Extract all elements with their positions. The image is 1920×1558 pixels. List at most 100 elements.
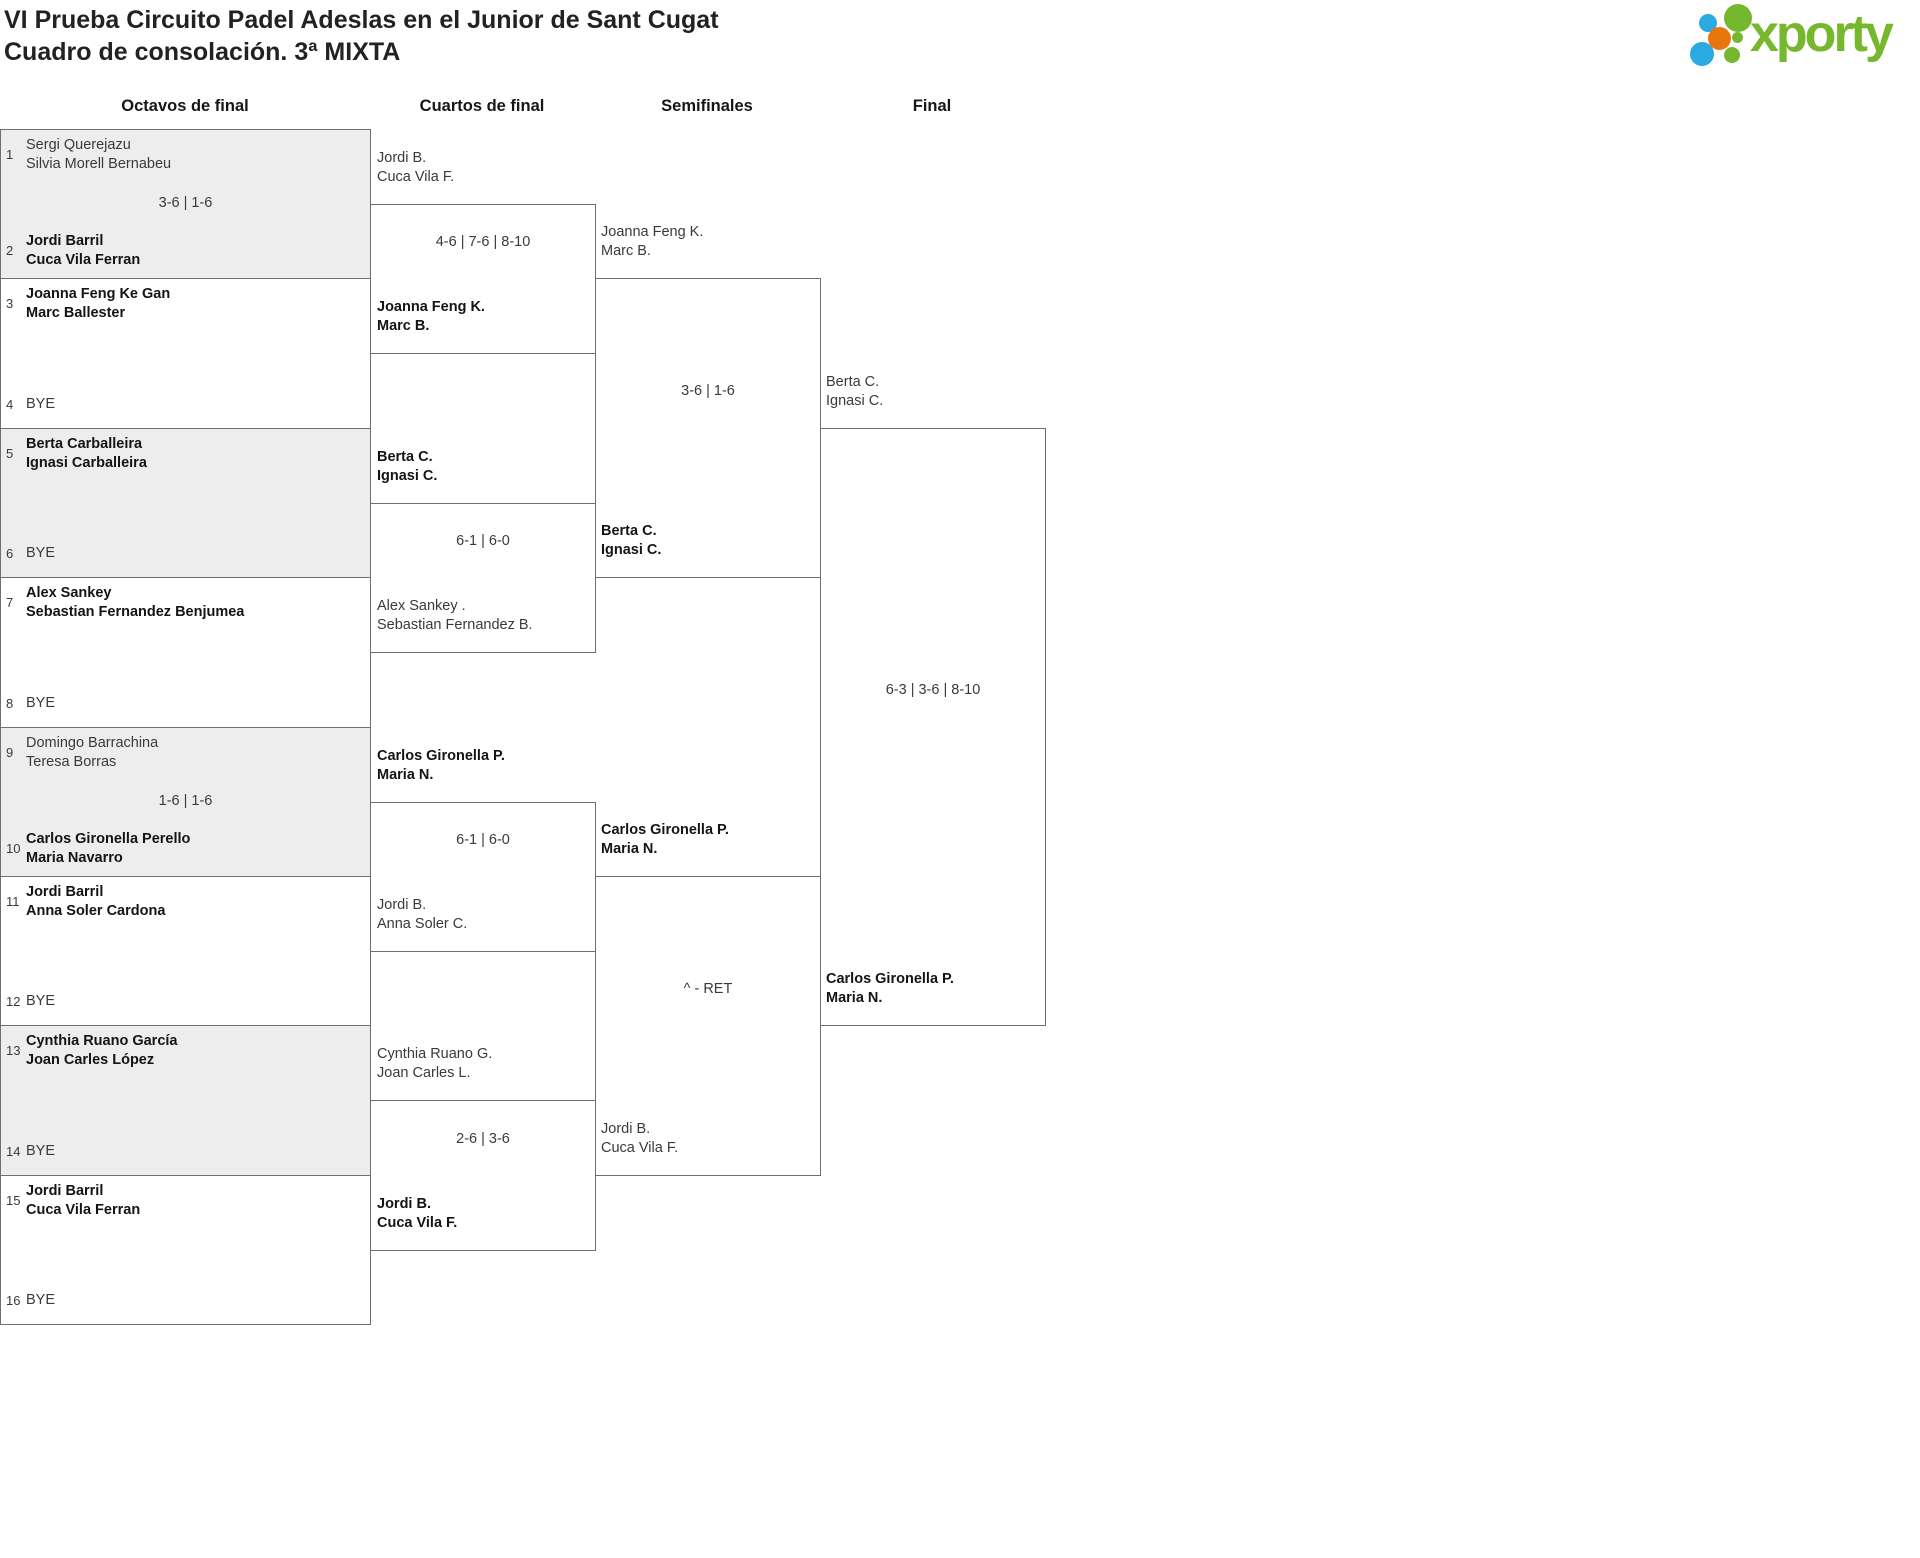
seed-number: 14 [6,1144,21,1159]
logo-wordmark: xporty [1750,5,1894,63]
team-final-a: Berta C. Ignasi C. [826,373,883,411]
seed-number: 15 [6,1193,21,1208]
player-name: Ignasi C. [826,393,884,409]
match-box-r16-2 [0,278,371,429]
player-name: Joan Carles L. [377,1065,471,1081]
match-score: 6-3 | 3-6 | 8-10 [885,682,981,698]
player-name: Joanna Feng K. [601,224,704,240]
player-name: Cuca Vila Ferran [26,1202,141,1218]
player-name: BYE [26,1292,56,1308]
player-name: Sergi Querejazu [26,137,131,153]
tournament-name: VI Prueba Circuito Padel Adeslas en el J… [4,6,719,34]
logo-dot-icon [1690,42,1714,66]
player-name: Jordi B. [377,1196,431,1212]
seed-number: 7 [6,595,14,610]
player-name: Marc Ballester [26,305,126,321]
team-qf-4a: Cynthia Ruano G. Joan Carles L. [377,1045,492,1083]
team-r16-5a: Domingo Barrachina Teresa Borras [26,734,158,772]
player-name: Ignasi Carballeira [26,455,147,471]
bracket-subtitle: Cuadro de consolación. 3ª MIXTA [4,38,401,66]
team-r16-4a: Alex Sankey Sebastian Fernandez Benjumea [26,584,244,622]
match-score: 1-6 | 1-6 [158,793,213,809]
match-box-r16-4 [0,577,371,728]
player-name: Teresa Borras [26,754,117,770]
seed-number: 1 [6,147,14,162]
player-name: Carlos Gironella P. [377,748,505,764]
match-score: 6-1 | 6-0 [456,533,510,549]
match-score: 6-1 | 6-0 [456,832,510,848]
player-name: BYE [26,545,56,561]
round-header-octavos: Octavos de final [121,97,249,115]
seed-number: 10 [6,841,21,856]
seed-number: 9 [6,745,14,760]
team-r16-2a: Joanna Feng Ke Gan Marc Ballester [26,285,170,323]
player-name: Cynthia Ruano García [26,1033,178,1049]
team-qf-3b: Jordi B. Anna Soler C. [377,896,467,934]
player-name: BYE [26,396,56,412]
seed-number: 11 [6,894,20,909]
team-r16-6a: Jordi Barril Anna Soler Cardona [26,883,165,921]
player-name: Carlos Gironella Perello [26,831,191,847]
match-score: 4-6 | 7-6 | 8-10 [435,234,531,250]
player-name: BYE [26,993,56,1009]
team-sf-2a: Carlos Gironella P. Maria N. [601,821,729,859]
logo-dot-icon [1732,32,1743,43]
match-box-final [820,428,1046,1026]
player-name: Jordi Barril [26,884,104,900]
team-r16-4b: BYE [26,694,55,713]
seed-number: 2 [6,243,14,258]
logo-dot-icon [1724,47,1740,63]
match-box-r16-8 [0,1175,371,1325]
seed-number: 12 [6,994,21,1009]
player-name: Cuca Vila F. [601,1140,679,1156]
player-name: Jordi B. [377,150,427,166]
team-r16-7b: BYE [26,1142,55,1161]
player-name: Cynthia Ruano G. [377,1046,493,1062]
team-r16-8a: Jordi Barril Cuca Vila Ferran [26,1182,140,1220]
player-name: Marc B. [601,243,651,259]
team-qf-2b: Alex Sankey . Sebastian Fernandez B. [377,597,533,635]
team-qf-3a: Carlos Gironella P. Maria N. [377,747,505,785]
match-score: 2-6 | 3-6 [456,1131,510,1147]
player-name: Joan Carles López [26,1052,155,1068]
player-name: BYE [26,1143,56,1159]
player-name: Cuca Vila F. [377,1215,458,1231]
seed-number: 3 [6,296,14,311]
seed-number: 4 [6,397,14,412]
player-name: Marc B. [377,318,430,334]
team-r16-5b: Carlos Gironella Perello Maria Navarro [26,830,190,868]
player-name: Maria N. [377,767,434,783]
seed-number: 6 [6,546,14,561]
player-name: Carlos Gironella P. [601,822,729,838]
player-name: Maria N. [601,841,658,857]
match-box-sf-1 [595,278,821,578]
match-score: 3-6 | 1-6 [681,383,735,399]
player-name: Jordi Barril [26,1183,104,1199]
player-name: Jordi Barril [26,233,104,249]
player-name: Sebastian Fernandez B. [377,617,533,633]
player-name: Anna Soler Cardona [26,903,166,919]
team-qf-1b: Joanna Feng K. Marc B. [377,298,485,336]
match-box-qf-4 [370,1100,596,1251]
logo-dot-icon [1708,27,1731,50]
team-r16-1a: Sergi Querejazu Silvia Morell Bernabeu [26,136,171,174]
player-name: Berta C. [377,449,433,465]
round-header-final: Final [912,97,952,115]
match-box-sf-2 [595,876,821,1176]
team-qf-2a: Berta C. Ignasi C. [377,448,437,486]
player-name: Berta C. [601,523,657,539]
player-name: Alex Sankey . [377,598,466,614]
match-box-qf-1 [370,204,596,354]
team-r16-6b: BYE [26,992,55,1011]
team-sf-1a: Joanna Feng K. Marc B. [601,223,703,261]
player-name: Maria N. [826,990,883,1006]
player-name: Jordi B. [601,1121,651,1137]
match-box-r16-1 [0,129,371,279]
player-name: Joanna Feng Ke Gan [26,286,171,302]
match-score: ^ - RET [683,981,733,997]
page-title: VI Prueba Circuito Padel Adeslas en el J… [4,4,719,68]
team-sf-1b: Berta C. Ignasi C. [601,522,661,560]
player-name: Ignasi C. [377,468,438,484]
logo-dot-icon [1724,4,1752,32]
